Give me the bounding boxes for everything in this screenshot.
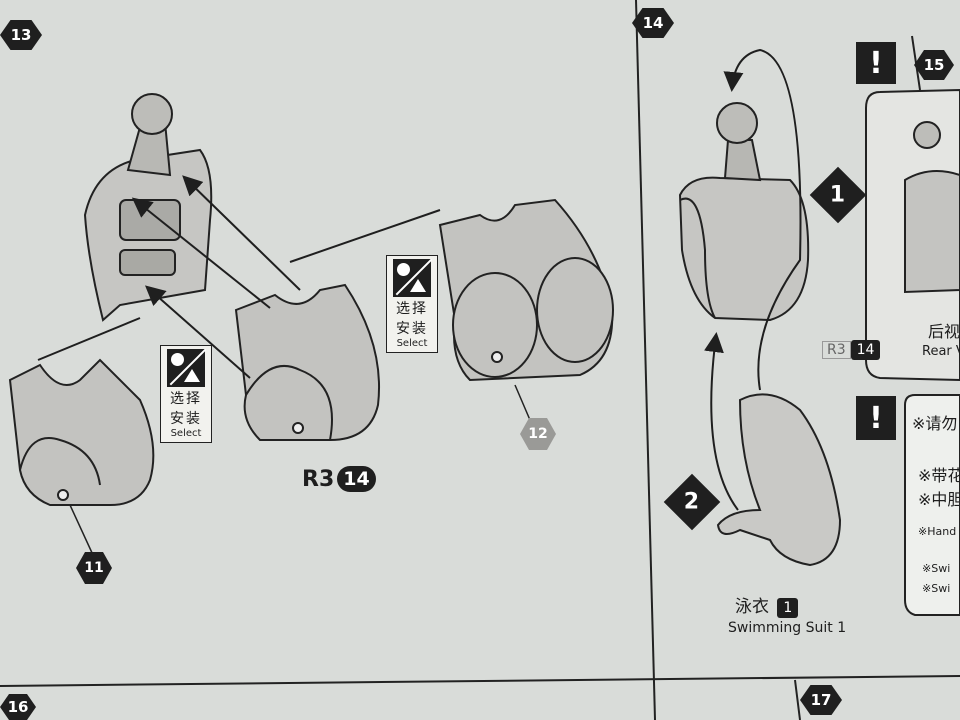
step-15-number: 15 (923, 56, 945, 74)
rear-view-zh: 后视 (928, 322, 960, 341)
select-zh-line1: 选择 (396, 301, 428, 317)
runner-part-label-small: R3 14 (822, 340, 881, 360)
assembled-torso-drawing (83, 93, 213, 322)
part-12-badge: 12 (520, 418, 556, 450)
step-14-number: 14 (642, 14, 664, 32)
step-17-badge: 17 (800, 685, 842, 715)
order-marker-1-number: 1 (830, 182, 846, 208)
step-13-number: 13 (10, 26, 32, 44)
select-zh-line2: 安装 (170, 411, 202, 427)
step-13-badge: 13 (0, 20, 42, 50)
step-16-number: 16 (7, 698, 29, 716)
rear-view-en: Rear V (922, 344, 960, 359)
bust-part-12-drawing (438, 198, 614, 421)
note-line-1: ※请勿 (912, 414, 958, 433)
note-line-3: ※中胆 (918, 490, 960, 509)
swimsuit-zh-label: 泳衣 1 (735, 592, 799, 618)
step-14-badge: 14 (632, 8, 674, 38)
select-en: Select (170, 428, 202, 439)
select-option-icon (167, 348, 207, 387)
step-15-badge: 15 (914, 50, 954, 80)
select-label-right: 选择 安装 Select (386, 255, 438, 353)
assembly-arrows (37, 175, 441, 379)
runner-part-number-small: 14 (850, 340, 881, 360)
order-marker-2-number: 2 (684, 489, 700, 515)
part-12-number: 12 (528, 426, 548, 442)
step14-torso-drawing (678, 102, 842, 567)
runner-code: R3 (302, 466, 335, 492)
rear-view-panel (865, 88, 960, 616)
note-line-6: ※Swi (922, 582, 951, 595)
exclamation-icon: ! (856, 396, 896, 440)
runner-part-number: 14 (337, 466, 376, 492)
bust-part-11-drawing (8, 358, 155, 556)
select-en: Select (396, 338, 428, 349)
select-label-left: 选择 安装 Select (160, 345, 212, 443)
exclamation-icon: ! (856, 42, 896, 84)
select-zh-line1: 选择 (170, 391, 202, 407)
select-option-icon (393, 258, 433, 297)
swimsuit-zh: 泳衣 (735, 597, 769, 617)
part-11-number: 11 (84, 560, 104, 576)
step-17-number: 17 (810, 691, 832, 709)
swimsuit-en-label: Swimming Suit 1 (728, 620, 847, 636)
select-zh-line2: 安装 (396, 321, 428, 337)
note-line-2: ※带花 (918, 466, 960, 485)
bust-part-r3-14-drawing (234, 283, 381, 441)
step14-arrows (704, 48, 802, 511)
runner-code-small: R3 (822, 341, 851, 359)
note-line-4: ※Hand (918, 525, 957, 538)
runner-part-label: R3 14 (302, 466, 376, 492)
note-line-5: ※Swi (922, 562, 951, 575)
swimsuit-index: 1 (777, 598, 799, 618)
